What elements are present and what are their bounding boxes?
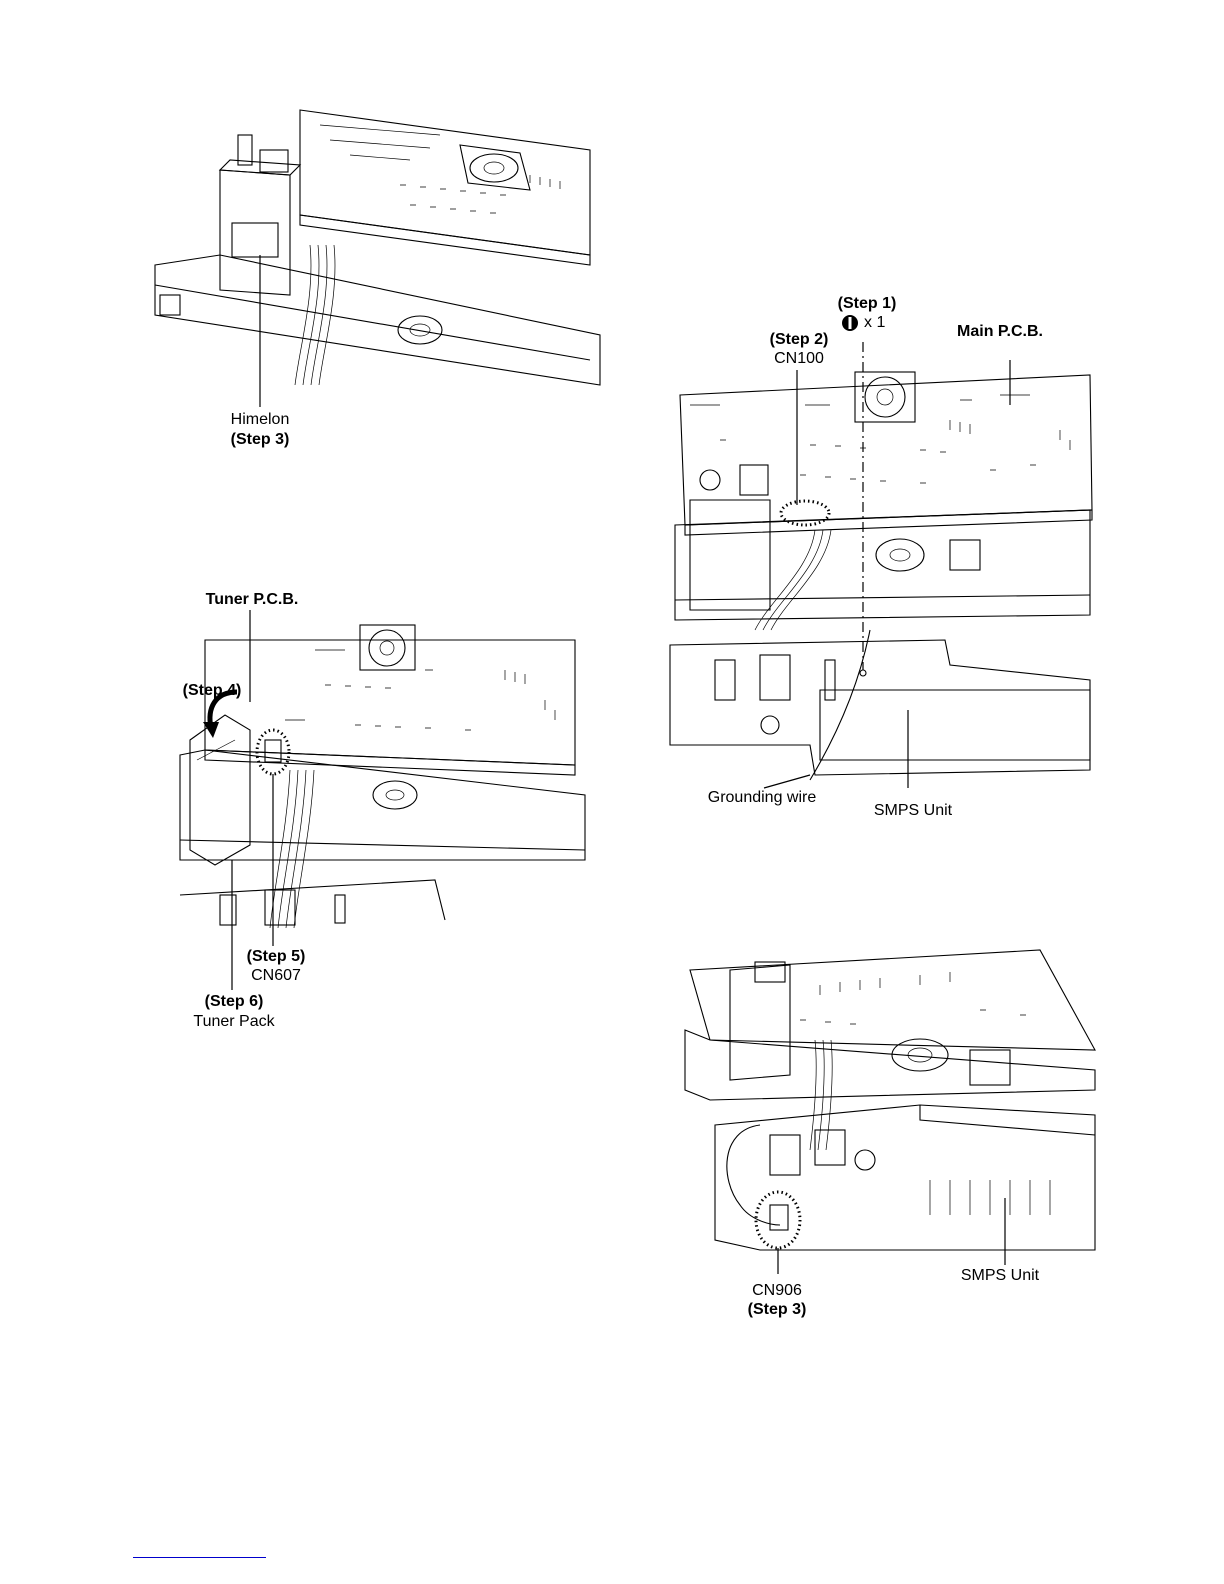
cn906-step-label: (Step 3) [740, 1300, 814, 1319]
fan-icon [855, 372, 915, 422]
step4-label: (Step 4) [179, 681, 245, 700]
smps-unit-label-bottom: SMPS Unit [955, 1266, 1045, 1285]
tuner-pcb-label: Tuner P.C.B. [200, 590, 304, 609]
smps-unit-label: SMPS Unit [868, 801, 958, 820]
main-pcb-label: Main P.C.B. [950, 322, 1050, 341]
step5-label: (Step 5) [243, 947, 309, 966]
fan-icon [460, 145, 530, 190]
step1-label: (Step 1) [832, 294, 902, 313]
tuner-pack-label: Tuner Pack [186, 1012, 282, 1031]
step6-label: (Step 6) [200, 992, 268, 1011]
figure-4-smps-unit [650, 940, 1100, 1260]
himelon-step-label: (Step 3) [222, 430, 298, 449]
himelon-label: Himelon [228, 410, 292, 429]
cn906-label: CN906 [746, 1281, 808, 1300]
figure-2-tuner-pack [175, 610, 585, 930]
grounding-wire-label: Grounding wire [700, 788, 824, 807]
cn100-label: CN100 [766, 349, 832, 368]
cn607-label: CN607 [243, 966, 309, 985]
step2-label: (Step 2) [766, 330, 832, 349]
footer-rule [133, 1557, 266, 1558]
screw-icon [841, 314, 859, 332]
screw-count-label: x 1 [864, 313, 894, 332]
fan-icon [360, 625, 415, 670]
figure-1-himelon [150, 95, 600, 395]
figure-3-main-pcb [660, 360, 1105, 790]
